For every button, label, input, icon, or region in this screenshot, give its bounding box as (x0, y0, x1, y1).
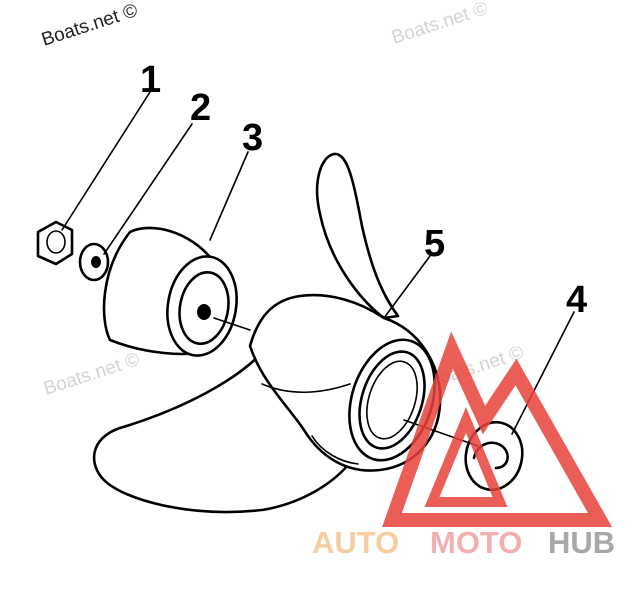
callout-4: 4 (566, 279, 587, 321)
thrust-hub-part-3 (102, 226, 251, 357)
callout-3: 3 (242, 117, 263, 159)
nut-part-1 (36, 220, 74, 266)
washer-part-2 (78, 242, 110, 282)
watermark-mid-left: Boats.net © (41, 349, 142, 400)
callout-1: 1 (140, 59, 161, 101)
brand-moto: MOTO (430, 525, 522, 560)
spring-washer-part-4 (403, 419, 524, 492)
callout-2: 2 (190, 87, 211, 129)
leader-lines (61, 91, 575, 435)
brand-auto: AUTO (312, 525, 399, 560)
watermark-top-right: Boats.net © (389, 0, 490, 49)
callout-5: 5 (424, 223, 445, 265)
automotohub-logo: AUTO MOTO HUB (312, 331, 615, 560)
watermark-top-left: Boats.net © (39, 0, 140, 51)
brand-hub: HUB (548, 525, 615, 560)
